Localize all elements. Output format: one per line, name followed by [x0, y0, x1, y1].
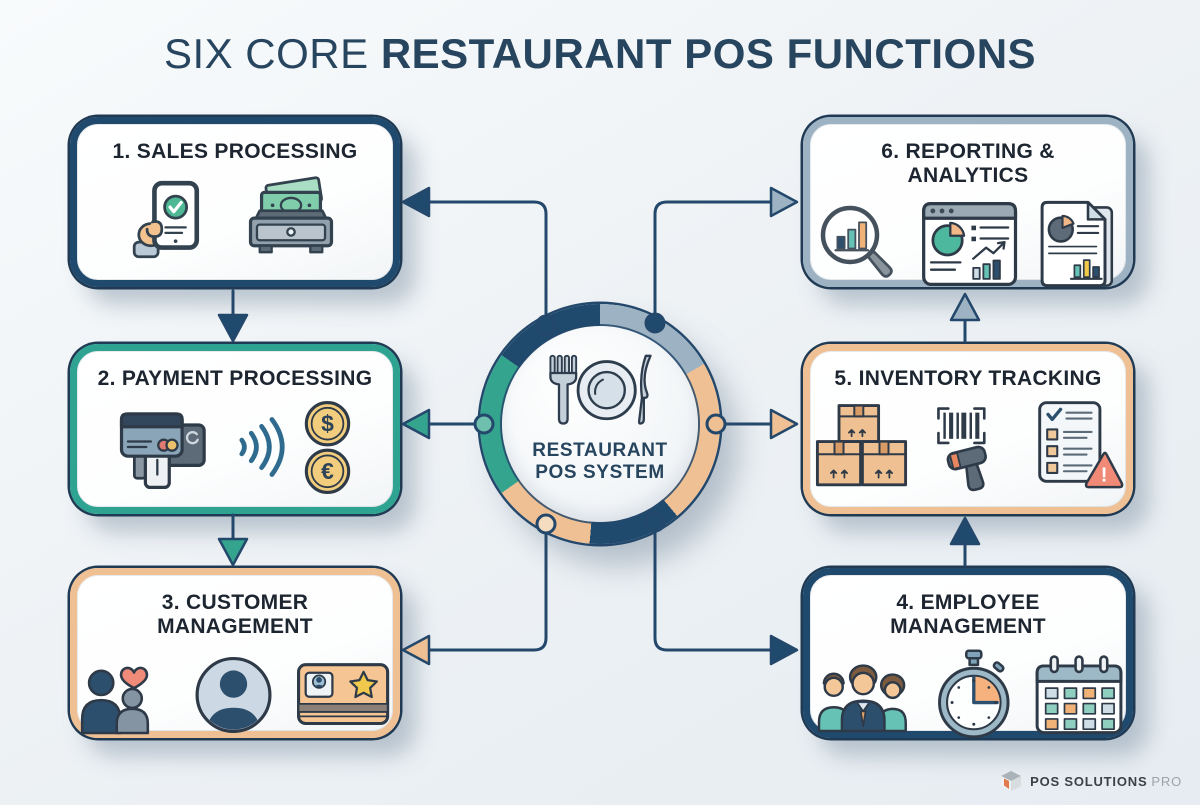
box-title: 6. REPORTING & ANALYTICS [881, 140, 1055, 187]
line-hub-to-employee [653, 520, 774, 652]
dashboard-charts-icon [922, 201, 1018, 287]
stock-boxes-icon [815, 404, 907, 487]
box-icons [810, 643, 1126, 747]
function-box-employee-management: 4. EMPLOYEE MANAGEMENT [803, 568, 1133, 739]
arrowhead-into-reporting [769, 186, 799, 218]
box-title: 3. CUSTOMER MANAGEMENT [157, 591, 313, 638]
schedule-calendar-icon [1035, 655, 1123, 735]
line-hub-to-customer [426, 522, 548, 652]
central-hub-line1: RESTAURANT [532, 440, 668, 461]
function-box-reporting-analytics: 6. REPORTING & ANALYTICS [803, 117, 1133, 288]
arrowhead-into-inventory [769, 408, 799, 440]
euro-symbol: € [321, 458, 334, 484]
arrowhead-up-reporting [949, 292, 981, 322]
line-hub-to-sales [426, 200, 548, 327]
page-title-light: SIX CORE [163, 30, 369, 77]
central-hub-disc: RESTAURANT POS SYSTEM [502, 326, 698, 522]
brand-suffix: PRO [1151, 773, 1182, 789]
page-title: SIX CORE RESTAURANT POS FUNCTIONS [0, 30, 1200, 78]
arrowhead-into-sales [401, 186, 431, 218]
function-box-payment-processing: 2. PAYMENT PROCESSING [70, 344, 400, 514]
function-box-inventory-tracking: 5. INVENTORY TRACKING [803, 344, 1133, 514]
box-icons [77, 168, 393, 272]
hand-tablet-checkout-icon [132, 180, 200, 259]
box-title: 5. INVENTORY TRACKING [834, 367, 1102, 390]
arrowhead-down-customer [217, 537, 249, 567]
arrowhead-into-payment [401, 408, 431, 440]
arrowhead-into-customer [401, 634, 431, 666]
box-icons [810, 192, 1126, 296]
stopwatch-icon [938, 649, 1010, 739]
function-box-sales-processing: 1. SALES PROCESSING [70, 117, 400, 287]
box-title: 2. PAYMENT PROCESSING [97, 367, 373, 390]
report-document-icon [1040, 200, 1114, 288]
box-title: 1. SALES PROCESSING [112, 140, 358, 163]
box-icons: $ € [77, 395, 393, 499]
avatar-icon [195, 656, 272, 734]
dollar-symbol: $ [321, 410, 334, 436]
function-box-customer-management: 3. CUSTOMER MANAGEMENT [70, 568, 400, 738]
box-icons: ! [810, 395, 1126, 499]
contactless-waves-icon [239, 417, 285, 477]
arrowhead-into-employee [769, 634, 799, 666]
brand-name: POS SOLUTIONS [1030, 773, 1148, 789]
loyalty-card-icon [297, 663, 390, 726]
box-icons [77, 643, 393, 747]
checklist-alert-icon: ! [1037, 401, 1123, 489]
box-title: 4. EMPLOYEE MANAGEMENT [890, 591, 1046, 638]
barcode-scanner-icon [936, 407, 987, 492]
central-hub-label: RESTAURANT POS SYSTEM [532, 440, 667, 485]
brand-cube-icon [1001, 771, 1022, 791]
magnifier-bars-icon [820, 205, 893, 278]
restaurant-cutlery-icon [549, 354, 652, 425]
page-title-bold: RESTAURANT POS FUNCTIONS [380, 30, 1037, 77]
line-hub-to-reporting [653, 200, 774, 325]
central-hub-line2: POS SYSTEM [535, 462, 665, 484]
card-terminal-icon [119, 412, 206, 490]
alert-exclamation: ! [1100, 464, 1107, 486]
arrowhead-down-payment [217, 313, 249, 343]
staff-trio-icon [817, 664, 907, 733]
customers-heart-icon [80, 666, 150, 735]
cash-drawer-icon [248, 176, 334, 254]
currency-coins-icon: $ € [304, 400, 351, 494]
central-hub: RESTAURANT POS SYSTEM [480, 304, 720, 544]
arrowhead-up-inventory [949, 516, 981, 546]
